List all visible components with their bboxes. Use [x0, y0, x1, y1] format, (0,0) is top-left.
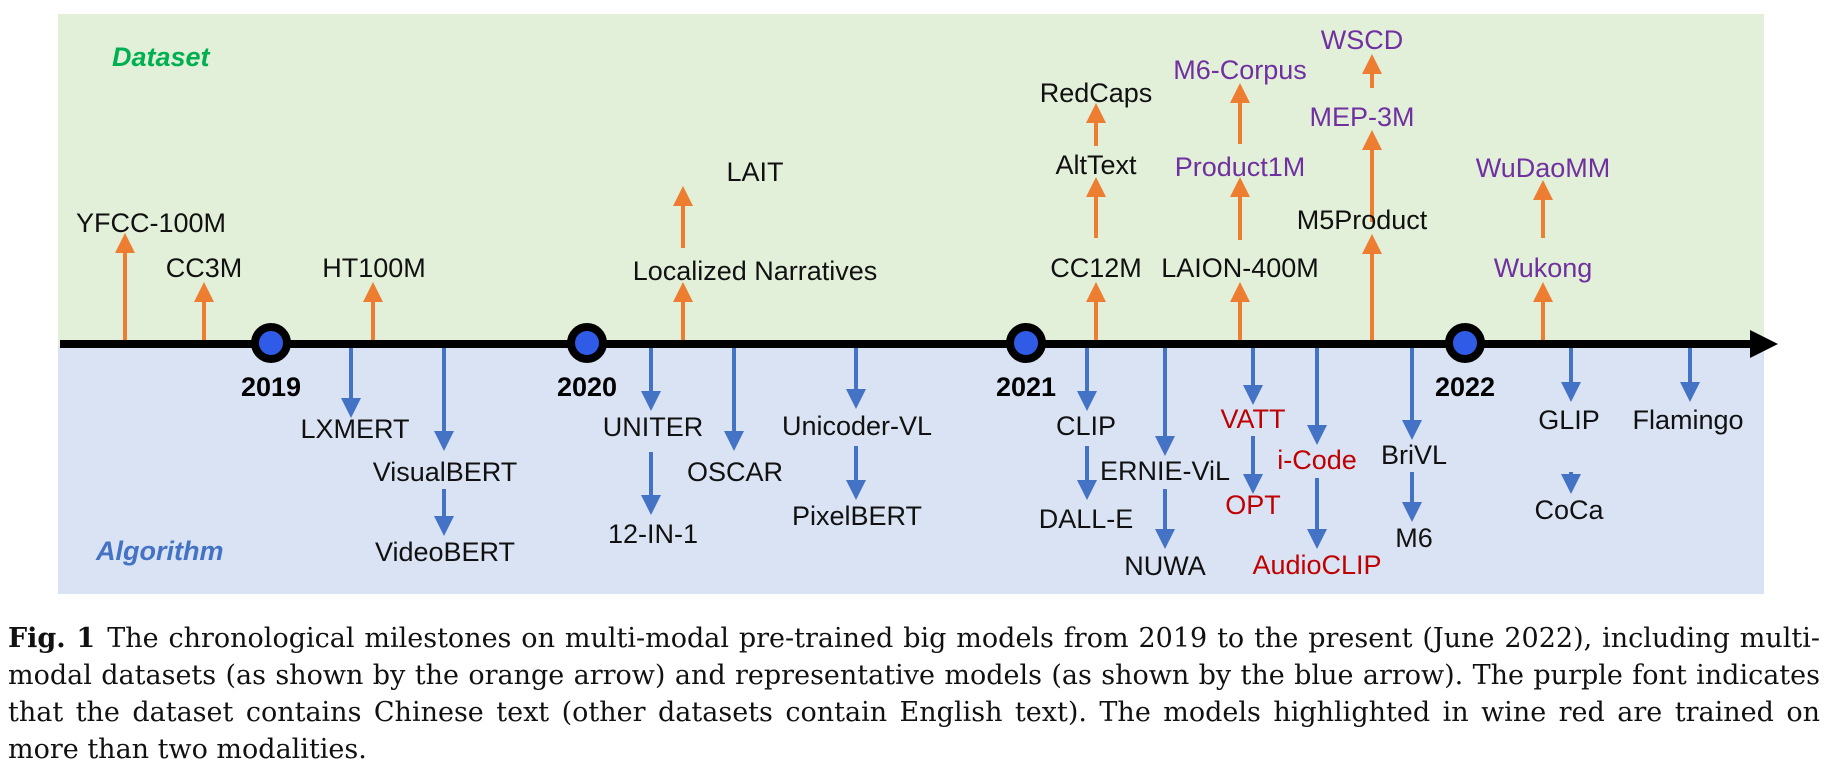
- year-dot-2020: [567, 323, 607, 363]
- dataset-label-alttext: AltText: [1055, 150, 1137, 180]
- model-label-ernie-vil: ERNIE-ViL: [1100, 456, 1230, 486]
- model-label-12-in-1: 12-IN-1: [608, 519, 698, 549]
- algorithm-region: [58, 346, 1764, 594]
- year-label-2022: 2022: [1435, 372, 1495, 402]
- model-label-m6: M6: [1395, 523, 1433, 553]
- dataset-label-ht100m: HT100M: [322, 253, 426, 283]
- dataset-label-yfcc-100m: YFCC-100M: [76, 208, 226, 238]
- model-label-flamingo: Flamingo: [1632, 405, 1743, 435]
- year-label-2020: 2020: [557, 372, 617, 402]
- model-label-lxmert: LXMERT: [300, 414, 409, 444]
- year-dot-2021: [1006, 323, 1046, 363]
- model-label-pixelbert: PixelBERT: [792, 501, 922, 531]
- dataset-label-redcaps: RedCaps: [1040, 78, 1153, 108]
- year-dot-2022: [1445, 323, 1485, 363]
- model-label-videobert: VideoBERT: [375, 537, 515, 567]
- dataset-label-wscd: WSCD: [1321, 25, 1404, 55]
- dataset-label-wukong: Wukong: [1494, 253, 1593, 283]
- dataset-label-cc3m: CC3M: [166, 253, 243, 283]
- model-label-opt: OPT: [1225, 490, 1281, 520]
- dataset-label-m6-corpus: M6-Corpus: [1173, 55, 1307, 85]
- model-label-glip: GLIP: [1538, 405, 1600, 435]
- model-label-coca: CoCa: [1534, 495, 1604, 525]
- dataset-label-lait: LAIT: [726, 157, 783, 187]
- year-label-2019: 2019: [241, 372, 301, 402]
- dataset-label-mep-3m: MEP-3M: [1309, 102, 1414, 132]
- timeline-diagram: Dataset Algorithm 2019 2020 2021 2022 YFCC-…: [58, 14, 1778, 594]
- dataset-label-m5product: M5Product: [1297, 205, 1428, 235]
- year-label-2021: 2021: [996, 372, 1056, 402]
- model-label-audioclip: AudioCLIP: [1252, 550, 1381, 580]
- model-label-oscar: OSCAR: [687, 457, 783, 487]
- model-label-clip: CLIP: [1056, 411, 1116, 441]
- year-markers: 2019 2020 2021 2022: [241, 323, 1495, 402]
- model-arrows: LXMERT VisualBERT VideoBERT UNITER 12-IN-1 OS…: [300, 348, 1744, 581]
- dataset-region: [58, 14, 1764, 346]
- model-label-uniter: UNITER: [603, 412, 704, 442]
- model-label-dall-e: DALL-E: [1039, 504, 1134, 534]
- model-label-visualbert: VisualBERT: [373, 457, 518, 487]
- dataset-label-product1m: Product1M: [1175, 152, 1306, 182]
- model-label-nuwa: NUWA: [1124, 551, 1206, 581]
- algorithm-region-label: Algorithm: [95, 536, 224, 566]
- dataset-label-laion-400m: LAION-400M: [1161, 253, 1319, 283]
- year-dot-2019: [251, 323, 291, 363]
- dataset-label-wudaomm: WuDaoMM: [1476, 153, 1611, 183]
- dataset-region-label: Dataset: [112, 42, 211, 72]
- model-label-i-code: i-Code: [1277, 445, 1357, 475]
- dataset-arrows: YFCC-100M CC3M HT100M Localized Narratives L…: [76, 25, 1610, 340]
- caption-text: The chronological milestones on multi-mo…: [8, 623, 1820, 765]
- dataset-label-cc12m: CC12M: [1050, 253, 1142, 283]
- dataset-label-localized-narratives: Localized Narratives: [633, 256, 878, 286]
- milestone-timeline-figure: Dataset Algorithm 2019 2020 2021 2022 YFCC-…: [58, 14, 1778, 594]
- caption-label: Fig. 1: [8, 623, 96, 654]
- model-label-brivl: BriVL: [1381, 440, 1447, 470]
- model-label-unicoder-vl: Unicoder-VL: [782, 411, 932, 441]
- model-label-vatt: VATT: [1221, 404, 1286, 434]
